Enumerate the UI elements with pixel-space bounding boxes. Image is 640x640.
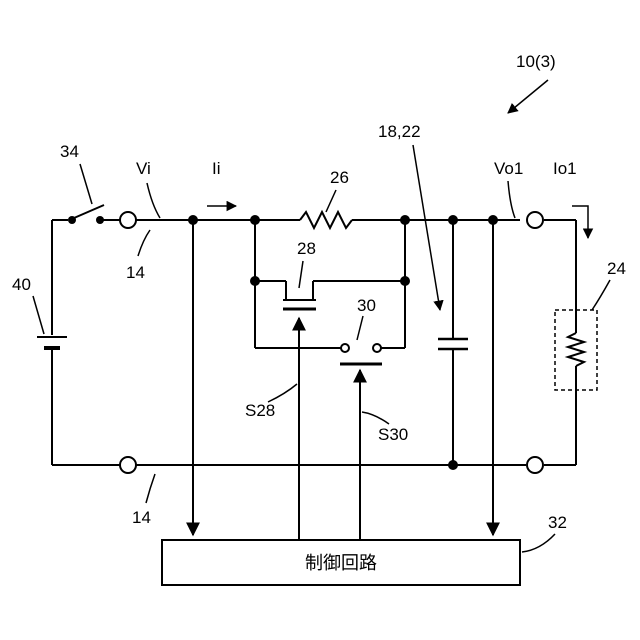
- s28-leader: [268, 384, 297, 402]
- vo1-leader: [508, 181, 515, 218]
- input-terminal-bottom: [120, 457, 136, 473]
- terminal-top-leader: [138, 230, 150, 256]
- vo1-label: Vo1: [494, 159, 523, 178]
- vi-leader: [147, 183, 160, 218]
- battery-label: 40: [12, 275, 31, 294]
- battery: [37, 220, 67, 465]
- output-terminal-top: [527, 212, 543, 228]
- io1-label: Io1: [553, 159, 577, 178]
- fet-leader: [299, 261, 303, 288]
- s28-label: S28: [245, 401, 275, 420]
- io1-arrow: [572, 206, 588, 238]
- control-ref-leader: [522, 534, 555, 552]
- capacitor-label: 18,22: [378, 122, 421, 141]
- control-circuit-label: 制御回路: [305, 553, 377, 574]
- terminal-top-label: 14: [126, 263, 145, 282]
- junction-dots: [188, 215, 498, 470]
- resistor-label: 26: [330, 168, 349, 187]
- capacitor-leader: [413, 145, 440, 310]
- switch30-label: 30: [357, 296, 376, 315]
- fet-label: 28: [297, 239, 316, 258]
- switch-label: 34: [60, 142, 79, 161]
- control-ref-label: 32: [548, 513, 567, 532]
- battery-leader: [33, 296, 44, 334]
- bypass-network: [255, 220, 405, 348]
- s30-leader: [362, 412, 389, 424]
- ii-label: Ii: [212, 159, 221, 178]
- figure-ref-arrow: [508, 80, 548, 113]
- capacitor: [438, 220, 468, 465]
- input-switch: [68, 205, 104, 224]
- switch-30: [340, 344, 382, 364]
- s30-label: S30: [378, 425, 408, 444]
- vi-label: Vi: [136, 159, 151, 178]
- input-terminal-top: [120, 212, 136, 228]
- switch-leader: [80, 164, 92, 204]
- switch30-leader: [357, 316, 363, 340]
- terminal-bottom-leader: [146, 474, 155, 503]
- load-label: 24: [607, 259, 626, 278]
- output-terminal-bottom: [527, 457, 543, 473]
- terminal-bottom-label: 14: [132, 508, 151, 527]
- load-leader: [592, 280, 610, 310]
- load-24: [555, 220, 597, 465]
- figure-ref-label: 10(3): [516, 52, 556, 71]
